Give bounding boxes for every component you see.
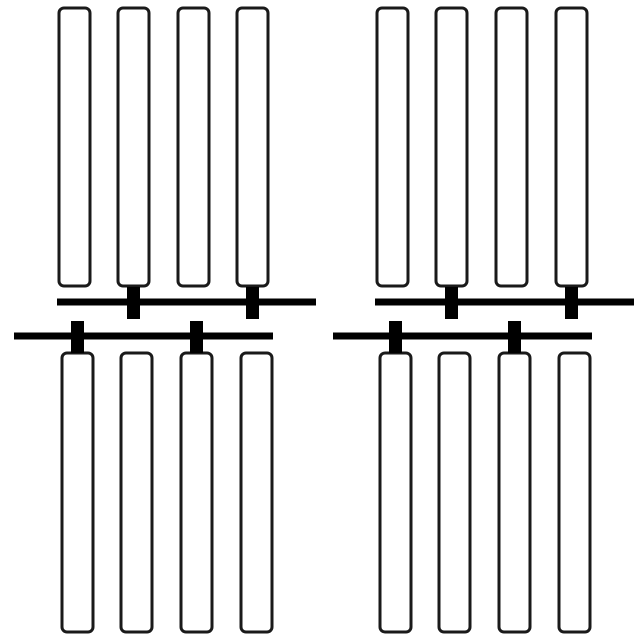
left-top-bar-1 bbox=[57, 6, 92, 288]
right-bottom-bar-1 bbox=[378, 351, 413, 634]
left-lower-connector-3 bbox=[190, 321, 203, 353]
right-top-bar-2 bbox=[434, 6, 469, 288]
right-lower-connector-1 bbox=[389, 321, 402, 353]
right-bottom-bar-2 bbox=[437, 351, 472, 634]
right-top-bar-4 bbox=[554, 6, 589, 288]
left-top-bar-4 bbox=[235, 6, 270, 288]
left-top-bar-2 bbox=[116, 6, 151, 288]
right-bottom-bar-4 bbox=[557, 351, 592, 634]
left-bottom-bar-2 bbox=[119, 351, 154, 634]
left-bottom-bar-4 bbox=[239, 351, 274, 634]
left-upper-connector-4 bbox=[246, 287, 259, 319]
right-upper-connector-2 bbox=[445, 287, 458, 319]
right-upper-connector-4 bbox=[565, 287, 578, 319]
right-top-bar-3 bbox=[494, 6, 529, 288]
right-top-bar-1 bbox=[375, 6, 410, 288]
left-lower-connector-1 bbox=[71, 321, 84, 353]
left-top-bar-3 bbox=[176, 6, 211, 288]
left-bottom-bar-3 bbox=[179, 351, 214, 634]
right-lower-connector-3 bbox=[508, 321, 521, 353]
left-upper-connector-2 bbox=[127, 287, 140, 319]
right-bottom-bar-3 bbox=[497, 351, 532, 634]
left-bottom-bar-1 bbox=[60, 351, 95, 634]
